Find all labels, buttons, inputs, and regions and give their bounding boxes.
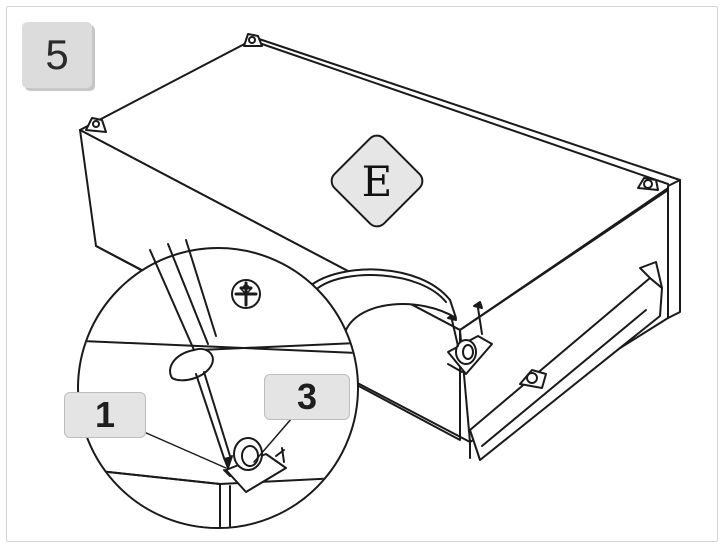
caster-wheel-icon [223,437,287,493]
screwdriver-icon [149,239,233,469]
corner-glides [85,33,659,389]
step-number: 5 [22,22,92,88]
callout-leaders [143,417,293,469]
caster-wheel-icon [447,335,493,375]
callout-label-3: 3 [264,374,350,420]
phillips-screwdriver-symbol-icon [231,279,261,309]
panel-tag: E [330,134,424,228]
panel-letter: E [362,157,393,206]
detail-magnifier [77,247,457,529]
callout-label-1: 1 [64,392,146,438]
